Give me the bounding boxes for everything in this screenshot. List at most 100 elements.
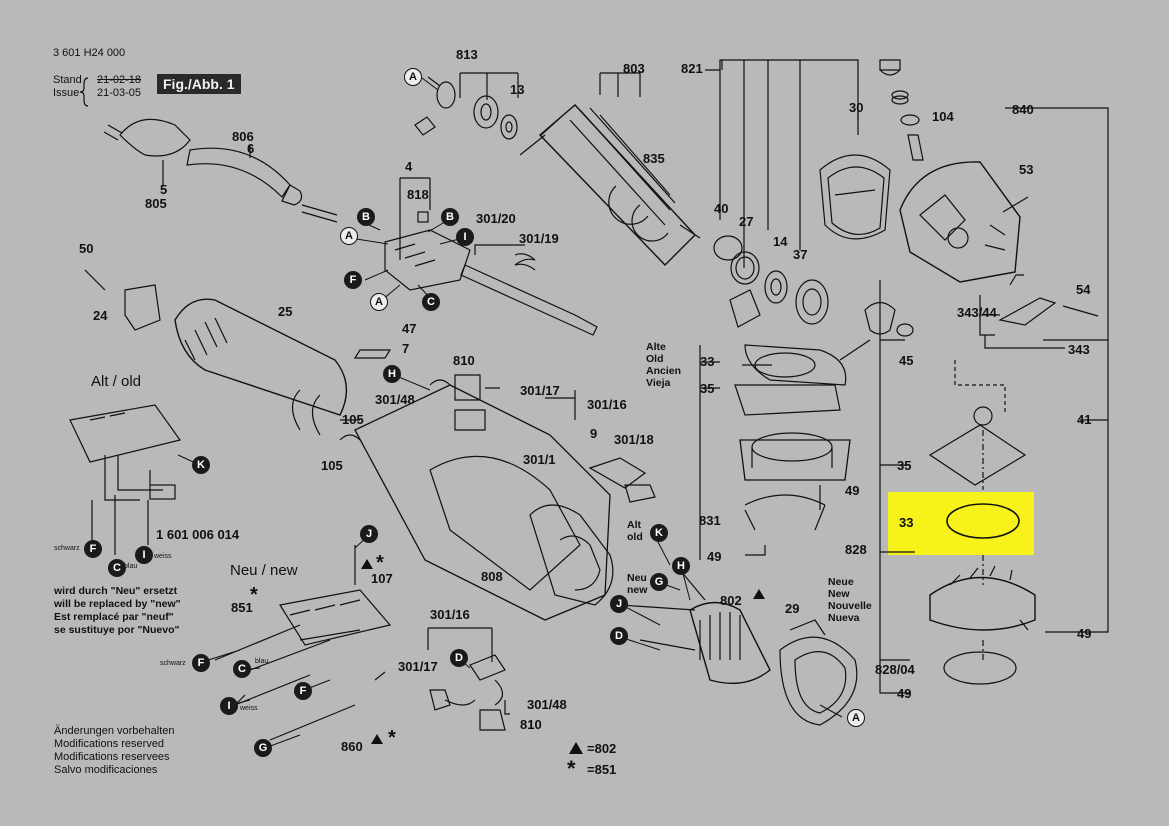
part-label-p40: 40 (714, 201, 729, 216)
callout-letter-b2: B (441, 208, 459, 226)
callout-letter-f1: F (344, 271, 362, 289)
callout-letter-a1: A (404, 68, 422, 86)
part-label-p828-04: 828/04 (875, 662, 915, 677)
wire-label-schwarz-2: schwarz (160, 660, 186, 667)
replacement-note: wird durch "Neu" ersetzt will be replace… (54, 585, 181, 636)
part-label-p810a: 810 (453, 353, 475, 368)
wire-label-blau-1: blau (124, 563, 138, 570)
part-label-p30: 30 (849, 100, 864, 115)
section-neue-multilang: Neue New Nouvelle Nueva (828, 576, 872, 624)
callout-letter-g1: G (650, 573, 668, 591)
wire-label-weiss-1: weiss (154, 553, 172, 560)
part-label-p803: 803 (623, 61, 645, 76)
part-label-p47: 47 (402, 321, 417, 336)
part-label-p805: 805 (145, 196, 167, 211)
part-label-p301-17a: 301/17 (520, 383, 560, 398)
callout-letter-f3: F (192, 654, 210, 672)
part-label-p301-17b: 301/17 (398, 659, 438, 674)
callout-letter-a4: A (847, 709, 865, 727)
part-label-p49b: 49 (707, 549, 722, 564)
issue-label: Issue (53, 87, 80, 99)
part-label-p104: 104 (932, 109, 954, 124)
callout-letter-a3: A (370, 293, 388, 311)
part-label-p45: 45 (899, 353, 914, 368)
part-label-p301-16a: 301/16 (587, 397, 627, 412)
callout-letter-b1: B (357, 208, 375, 226)
highlight-box (888, 492, 1034, 555)
part-label-p54: 54 (1076, 282, 1091, 297)
callout-letter-c2: C (108, 559, 126, 577)
section-neu-new-small: Neu new (627, 572, 648, 596)
triangle-marker-icon (371, 734, 383, 744)
part-label-p50: 50 (79, 241, 94, 256)
triangle-marker-icon (569, 742, 583, 754)
wire-label-weiss-2: weiss (240, 705, 258, 712)
part-label-p37: 37 (793, 247, 808, 262)
part-label-p810b: 810 (520, 717, 542, 732)
wire-label-blau-2: blau (255, 658, 269, 665)
wire-label-schwarz-1: schwarz (54, 545, 80, 552)
callout-letter-f4: F (294, 682, 312, 700)
part-label-p41: 41 (1077, 412, 1092, 427)
callout-letter-k2: K (650, 524, 668, 542)
part-label-p105a: 105 (342, 412, 364, 427)
part-label-p35b: 35 (897, 458, 912, 473)
callout-letter-j2: J (610, 595, 628, 613)
part-label-p831: 831 (699, 513, 721, 528)
callout-letter-c1: C (422, 293, 440, 311)
callout-letter-c3: C (233, 660, 251, 678)
part-label-p828: 828 (845, 542, 867, 557)
callout-letter-h1: H (383, 365, 401, 383)
part-label-p301-48a: 301/48 (375, 392, 415, 407)
part-label-p9: 9 (590, 426, 598, 441)
stand-date-old: 21-02-18 (97, 74, 142, 86)
part-label-p813: 813 (456, 47, 478, 62)
callout-letter-g2: G (254, 739, 272, 757)
part-label-p835: 835 (643, 151, 665, 166)
part-label-p6: 6 (247, 141, 255, 156)
part-label-p33a: 33 (700, 354, 715, 369)
part-label-p343-44: 343/44 (957, 305, 997, 320)
callout-letter-d1: D (610, 627, 628, 645)
part-label-p1601: 1 601 006 014 (156, 527, 240, 542)
part-label-p301-18: 301/18 (614, 432, 654, 447)
part-label-p860: 860 (341, 739, 363, 754)
part-label-p24: 24 (93, 308, 108, 323)
part-label-p25: 25 (278, 304, 293, 319)
part-label-p4: 4 (405, 159, 413, 174)
legend-triangle-value: =802 (587, 741, 617, 756)
part-label-p851: 851 (231, 600, 253, 615)
part-label-p29: 29 (785, 601, 800, 616)
callout-letter-i3: I (220, 697, 238, 715)
asterisk-marker-icon: * (388, 727, 396, 749)
part-label-p107: 107 (371, 571, 393, 586)
modifications-note: Änderungen vorbehalten Modifications res… (54, 725, 175, 776)
part-label-p821: 821 (681, 61, 703, 76)
callout-letter-i2: I (135, 546, 153, 564)
part-label-p49a: 49 (845, 483, 860, 498)
part-label-p14: 14 (773, 234, 788, 249)
part-label-p49c: 49 (1077, 626, 1092, 641)
part-label-p33b: 33 (899, 515, 914, 530)
triangle-marker-icon (753, 589, 765, 599)
asterisk-marker-icon: * (376, 552, 384, 574)
callout-letter-j1: J (360, 525, 378, 543)
legend-star-value: =851 (587, 762, 617, 777)
triangle-marker-icon (361, 559, 373, 569)
part-label-p301-16b: 301/16 (430, 607, 470, 622)
part-label-p301-19: 301/19 (519, 231, 559, 246)
part-label-p818: 818 (407, 187, 429, 202)
part-label-p806: 806 (232, 129, 254, 144)
stand-label: Stand (53, 74, 82, 86)
part-label-p808: 808 (481, 569, 503, 584)
issue-date: 21-03-05 (97, 87, 142, 99)
asterisk-marker-icon: * (567, 756, 576, 781)
part-label-p343: 343 (1068, 342, 1090, 357)
part-label-p13: 13 (510, 82, 525, 97)
callout-letter-k1: K (192, 456, 210, 474)
callout-letter-i1: I (456, 228, 474, 246)
callout-letter-d2: D (450, 649, 468, 667)
part-label-p301-1: 301/1 (523, 452, 556, 467)
part-label-p5: 5 (160, 182, 168, 197)
